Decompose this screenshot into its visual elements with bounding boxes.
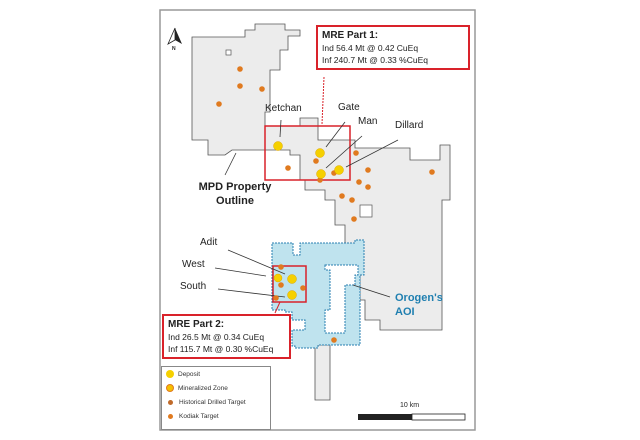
scale-bar [358, 413, 466, 421]
legend: Deposit Mineralized Zone Historical Dril… [161, 366, 271, 430]
mre-part2-title: MRE Part 2: [168, 319, 225, 330]
label-west: West [182, 259, 205, 270]
legend-label: Deposit [178, 370, 201, 378]
label-ketchan: Ketchan [265, 103, 302, 114]
legend-item-kodiak: Kodiak Target [162, 409, 270, 423]
mre-part1-inf: Inf 240.7 Mt @ 0.33 %CuEq [322, 55, 428, 65]
mineralized-zone-icon [166, 384, 174, 392]
mre-part1-ind: Ind 56.4 Mt @ 0.42 CuEq [322, 43, 419, 53]
mre-part2-area [272, 265, 307, 303]
north-arrow-icon [167, 27, 182, 45]
legend-item-mineralized-zone: Mineralized Zone [162, 381, 270, 395]
legend-label: Kodiak Target [179, 412, 219, 420]
mre-part1-title: MRE Part 1: [322, 30, 379, 41]
label-property-line2: Outline [216, 195, 254, 207]
deposits [273, 141, 344, 300]
label-property-outline: MPD Property Outline [180, 180, 290, 208]
north-label: N [172, 46, 176, 52]
property-south-tail [314, 344, 331, 401]
legend-item-deposit: Deposit [162, 367, 270, 381]
label-aoi-line2: AOI [395, 306, 415, 318]
mre-part1-area [264, 125, 351, 181]
label-orogen-aoi: Orogen's AOI [395, 291, 443, 319]
label-dillard: Dillard [395, 120, 424, 131]
scale-label: 10 km [400, 402, 420, 409]
mre-part1-box: MRE Part 1: Ind 56.4 Mt @ 0.42 CuEq Inf … [316, 25, 470, 70]
deposit-icon [166, 370, 174, 378]
label-man: Man [358, 116, 378, 127]
label-south: South [180, 281, 207, 292]
kodiak-targets [216, 66, 435, 343]
label-property-line1: MPD Property [198, 181, 272, 193]
mre-part2-inf: Inf 115.7 Mt @ 0.30 %CuEq [168, 344, 274, 354]
legend-item-historical: Historical Drilled Target [162, 395, 270, 409]
kodiak-target-icon [168, 413, 173, 419]
legend-label: Mineralized Zone [178, 384, 228, 392]
label-adit: Adit [200, 237, 218, 248]
label-aoi-line1: Orogen's [395, 292, 443, 304]
label-gate: Gate [338, 102, 360, 113]
mre-part2-ind: Ind 26.5 Mt @ 0.34 CuEq [168, 332, 265, 342]
mre-part2-box: MRE Part 2: Ind 26.5 Mt @ 0.34 CuEq Inf … [162, 314, 291, 359]
legend-label: Historical Drilled Target [179, 398, 246, 406]
historical-target-icon [168, 399, 173, 405]
